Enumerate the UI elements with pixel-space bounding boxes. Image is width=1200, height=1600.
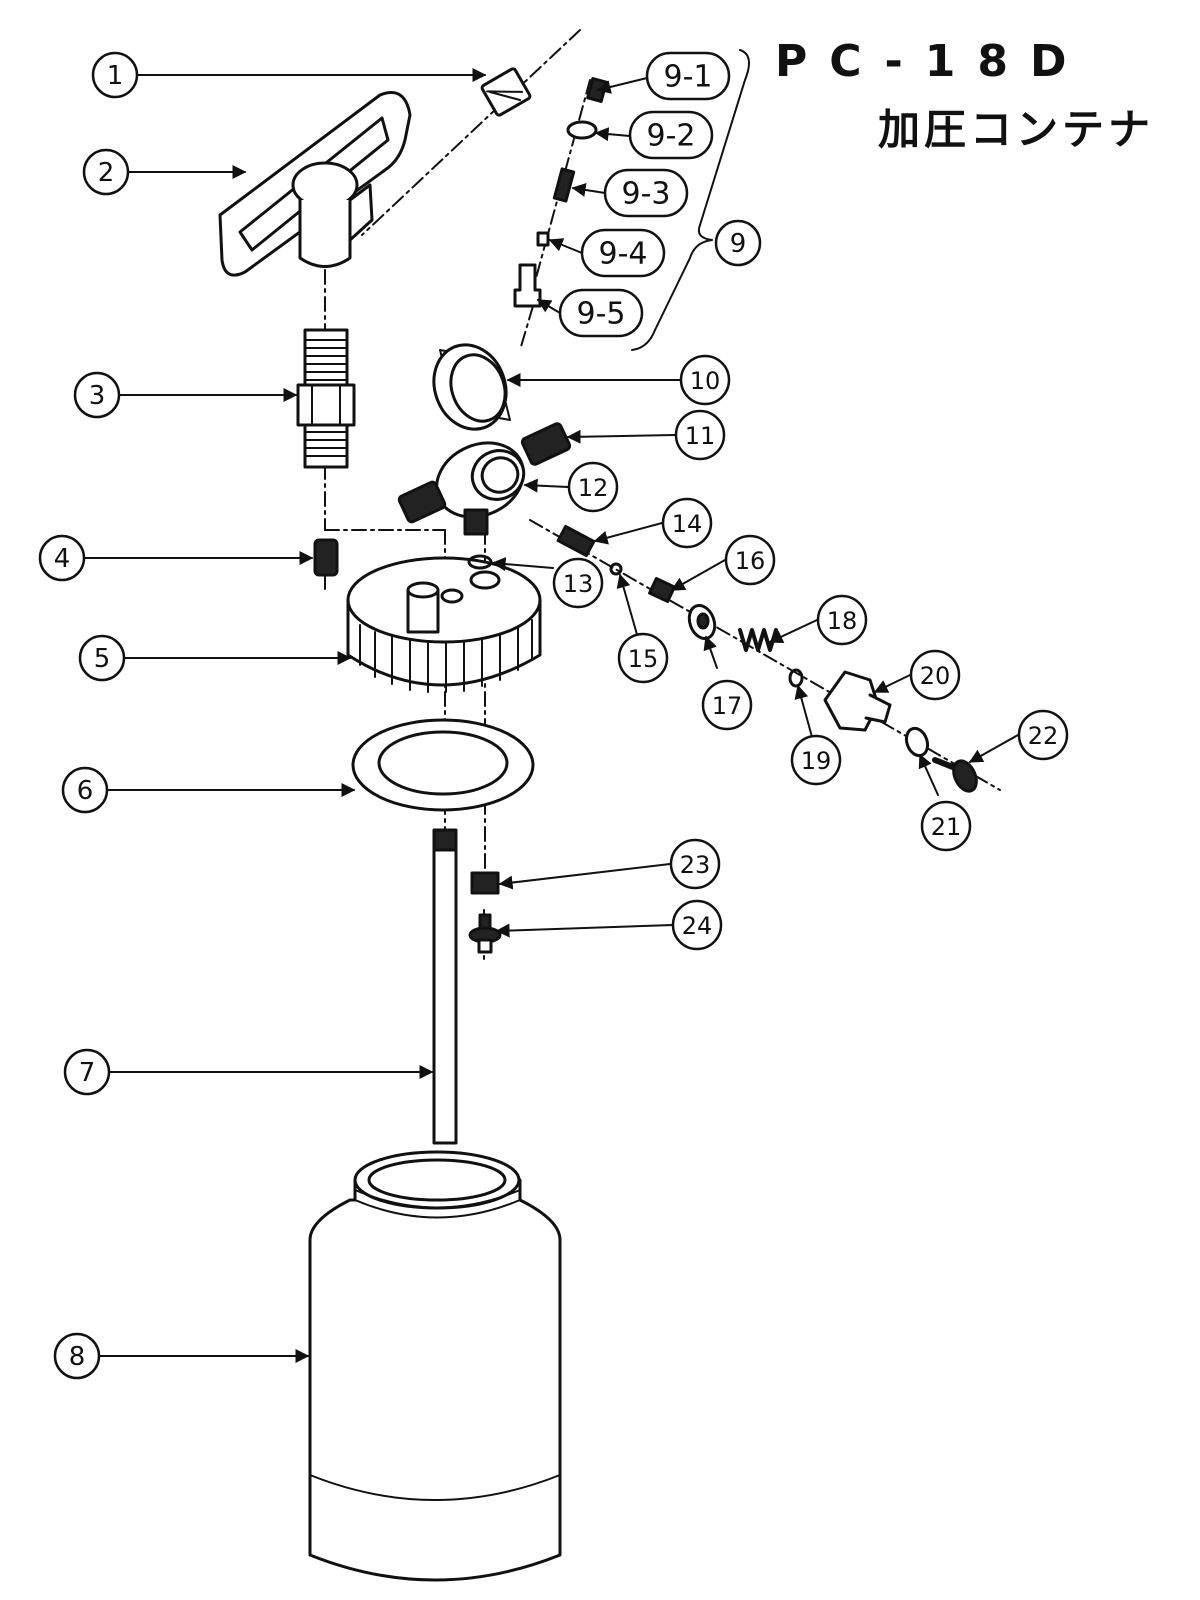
callout-4: 4 <box>54 544 71 574</box>
part-6-gasket <box>351 718 535 812</box>
callout-10: 10 <box>690 367 721 395</box>
part-2-t-handle <box>218 91 412 277</box>
part-12-manifold <box>397 441 526 536</box>
callout-2: 2 <box>98 158 115 188</box>
part-15-ball <box>609 562 623 576</box>
callout-9: 9 <box>730 229 747 259</box>
part-9-bracket <box>631 49 750 351</box>
callout-1: 1 <box>107 61 124 91</box>
callout-24: 24 <box>682 912 713 940</box>
callout-23: 23 <box>680 851 711 879</box>
callout-7: 7 <box>79 1058 96 1088</box>
part-3-threaded-nipple <box>296 328 356 469</box>
part-16-seat <box>648 577 676 603</box>
callout-11: 11 <box>685 422 716 450</box>
leader-lines <box>84 68 1019 1363</box>
callout-9-2: 9-2 <box>647 119 696 154</box>
callout-circles <box>38 51 1069 1380</box>
part-14-spring-pin <box>556 524 596 558</box>
part-13-o-ring <box>467 554 493 570</box>
callout-18: 18 <box>827 607 858 635</box>
part-18-spring <box>738 628 778 652</box>
part-17-washer <box>687 604 717 640</box>
part-22-knob <box>932 757 978 793</box>
part-11-connector <box>520 422 572 466</box>
callout-22: 22 <box>1028 722 1059 750</box>
part-1-fitting <box>480 67 532 117</box>
callout-21: 21 <box>931 813 962 841</box>
callout-labels: 1 2 3 4 5 6 7 8 9 9-1 9-2 9-3 9-4 9-5 10… <box>54 60 1059 1373</box>
part-21-washer <box>904 726 930 758</box>
callout-9-3: 9-3 <box>622 177 671 212</box>
part-8-container <box>308 1150 562 1582</box>
part-5-lid <box>346 556 542 693</box>
callout-8: 8 <box>69 1342 86 1372</box>
callout-15: 15 <box>628 645 659 673</box>
callout-13: 13 <box>563 570 594 598</box>
callout-17: 17 <box>712 692 743 720</box>
part-7-siphon-tube <box>432 828 458 1145</box>
callout-9-4: 9-4 <box>599 237 648 272</box>
callout-9-1: 9-1 <box>664 60 713 95</box>
model-number: PC-18D <box>775 36 1089 87</box>
callout-20: 20 <box>920 662 951 690</box>
part-10-gauge <box>432 343 511 431</box>
part-4-valve <box>313 538 339 577</box>
callout-3: 3 <box>89 381 106 411</box>
product-name: 加圧コンテナ <box>878 105 1155 154</box>
callout-19: 19 <box>801 747 832 775</box>
callout-6: 6 <box>77 776 94 806</box>
callout-12: 12 <box>578 474 609 502</box>
part-23-nut <box>470 871 500 895</box>
callout-9-5: 9-5 <box>577 297 626 332</box>
callout-5: 5 <box>94 644 111 674</box>
callout-14: 14 <box>672 510 703 538</box>
part-20-cap <box>823 670 892 732</box>
part-24-bolt <box>468 913 502 954</box>
callout-16: 16 <box>735 547 766 575</box>
